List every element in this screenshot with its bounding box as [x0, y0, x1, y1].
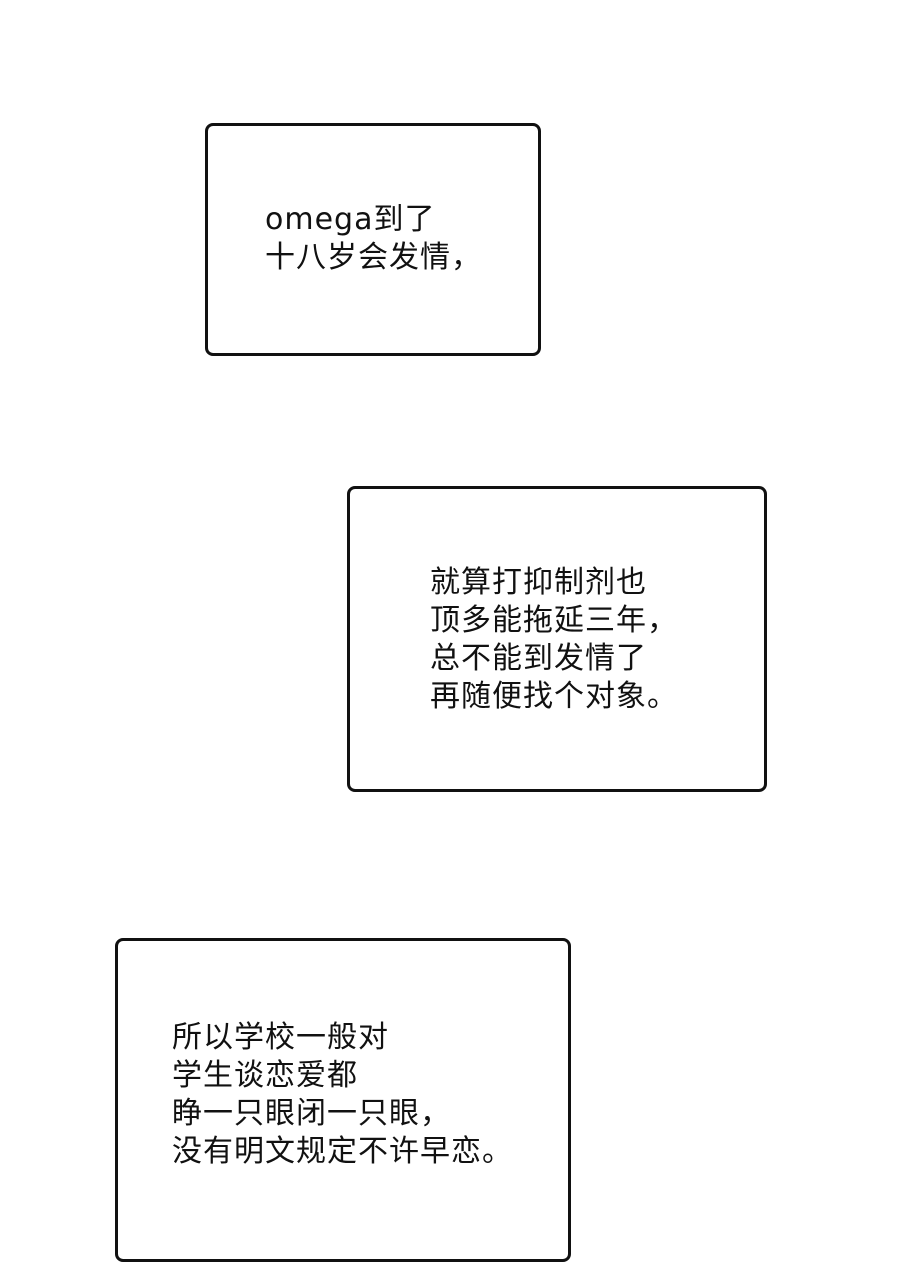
caption-line: 十八岁会发情， — [265, 240, 482, 275]
caption-line: 睁一只眼闭一只眼， — [172, 1096, 451, 1131]
caption-line: 再随便找个对象。 — [430, 679, 678, 714]
caption-text-1: omega到了 十八岁会发情， — [265, 201, 482, 277]
caption-line: 总不能到发情了 — [430, 641, 647, 676]
caption-line: 没有明文规定不许早恋。 — [172, 1134, 513, 1169]
caption-line: 顶多能拖延三年， — [430, 603, 678, 638]
caption-box-2: 就算打抑制剂也 顶多能拖延三年， 总不能到发情了 再随便找个对象。 — [347, 486, 767, 792]
caption-line: 所以学校一般对 — [172, 1020, 389, 1055]
caption-line: 就算打抑制剂也 — [430, 565, 647, 600]
caption-line: omega到了 — [265, 202, 436, 237]
caption-box-1: omega到了 十八岁会发情， — [205, 123, 541, 356]
caption-text-3: 所以学校一般对 学生谈恋爱都 睁一只眼闭一只眼， 没有明文规定不许早恋。 — [172, 1019, 513, 1171]
caption-box-3: 所以学校一般对 学生谈恋爱都 睁一只眼闭一只眼， 没有明文规定不许早恋。 — [115, 938, 571, 1262]
caption-text-2: 就算打抑制剂也 顶多能拖延三年， 总不能到发情了 再随便找个对象。 — [430, 564, 678, 716]
caption-line: 学生谈恋爱都 — [172, 1058, 358, 1093]
